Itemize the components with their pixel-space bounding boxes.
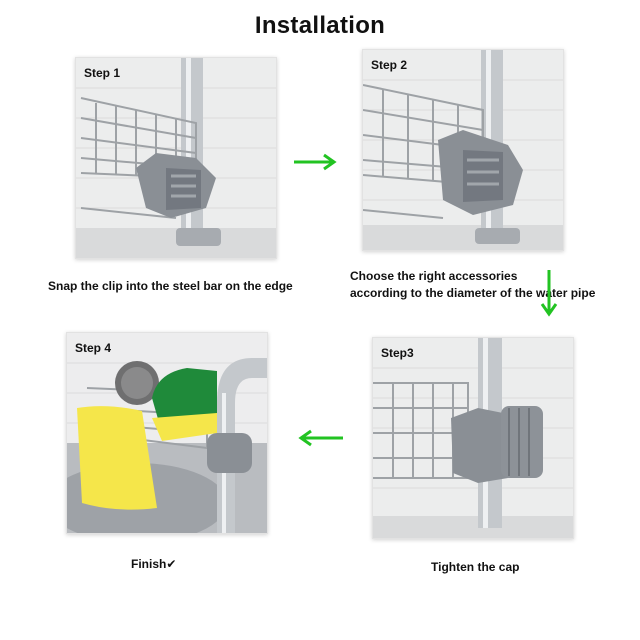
step-3-label: Step3 <box>381 346 414 360</box>
arrow-left-icon <box>298 429 343 447</box>
step-1-panel: Step 1 <box>75 57 277 259</box>
arrow-down-icon <box>540 270 558 317</box>
step-4-photo <box>67 333 267 533</box>
step-1-caption: Snap the clip into the steel bar on the … <box>48 279 293 293</box>
step-1-photo <box>76 58 276 258</box>
step-2-caption-line-2: according to the diameter of the water p… <box>350 286 596 300</box>
step-2-panel: Step 2 <box>362 49 564 251</box>
step-3-caption: Tighten the cap <box>431 560 520 574</box>
step-4-panel: Step 4 <box>66 332 268 534</box>
step-1-label: Step 1 <box>84 66 121 80</box>
step-2-photo <box>363 50 563 250</box>
step-2-caption-line-1: Choose the right accessories <box>350 269 518 283</box>
step-3-photo <box>373 338 573 538</box>
step-4-caption: Finish✔ <box>131 557 177 571</box>
step-2-label: Step 2 <box>371 58 408 72</box>
page-title: Installation <box>254 12 386 39</box>
step-4-label: Step 4 <box>75 341 112 355</box>
arrow-right-icon <box>294 153 337 171</box>
step-3-panel: Step3 <box>372 337 574 539</box>
